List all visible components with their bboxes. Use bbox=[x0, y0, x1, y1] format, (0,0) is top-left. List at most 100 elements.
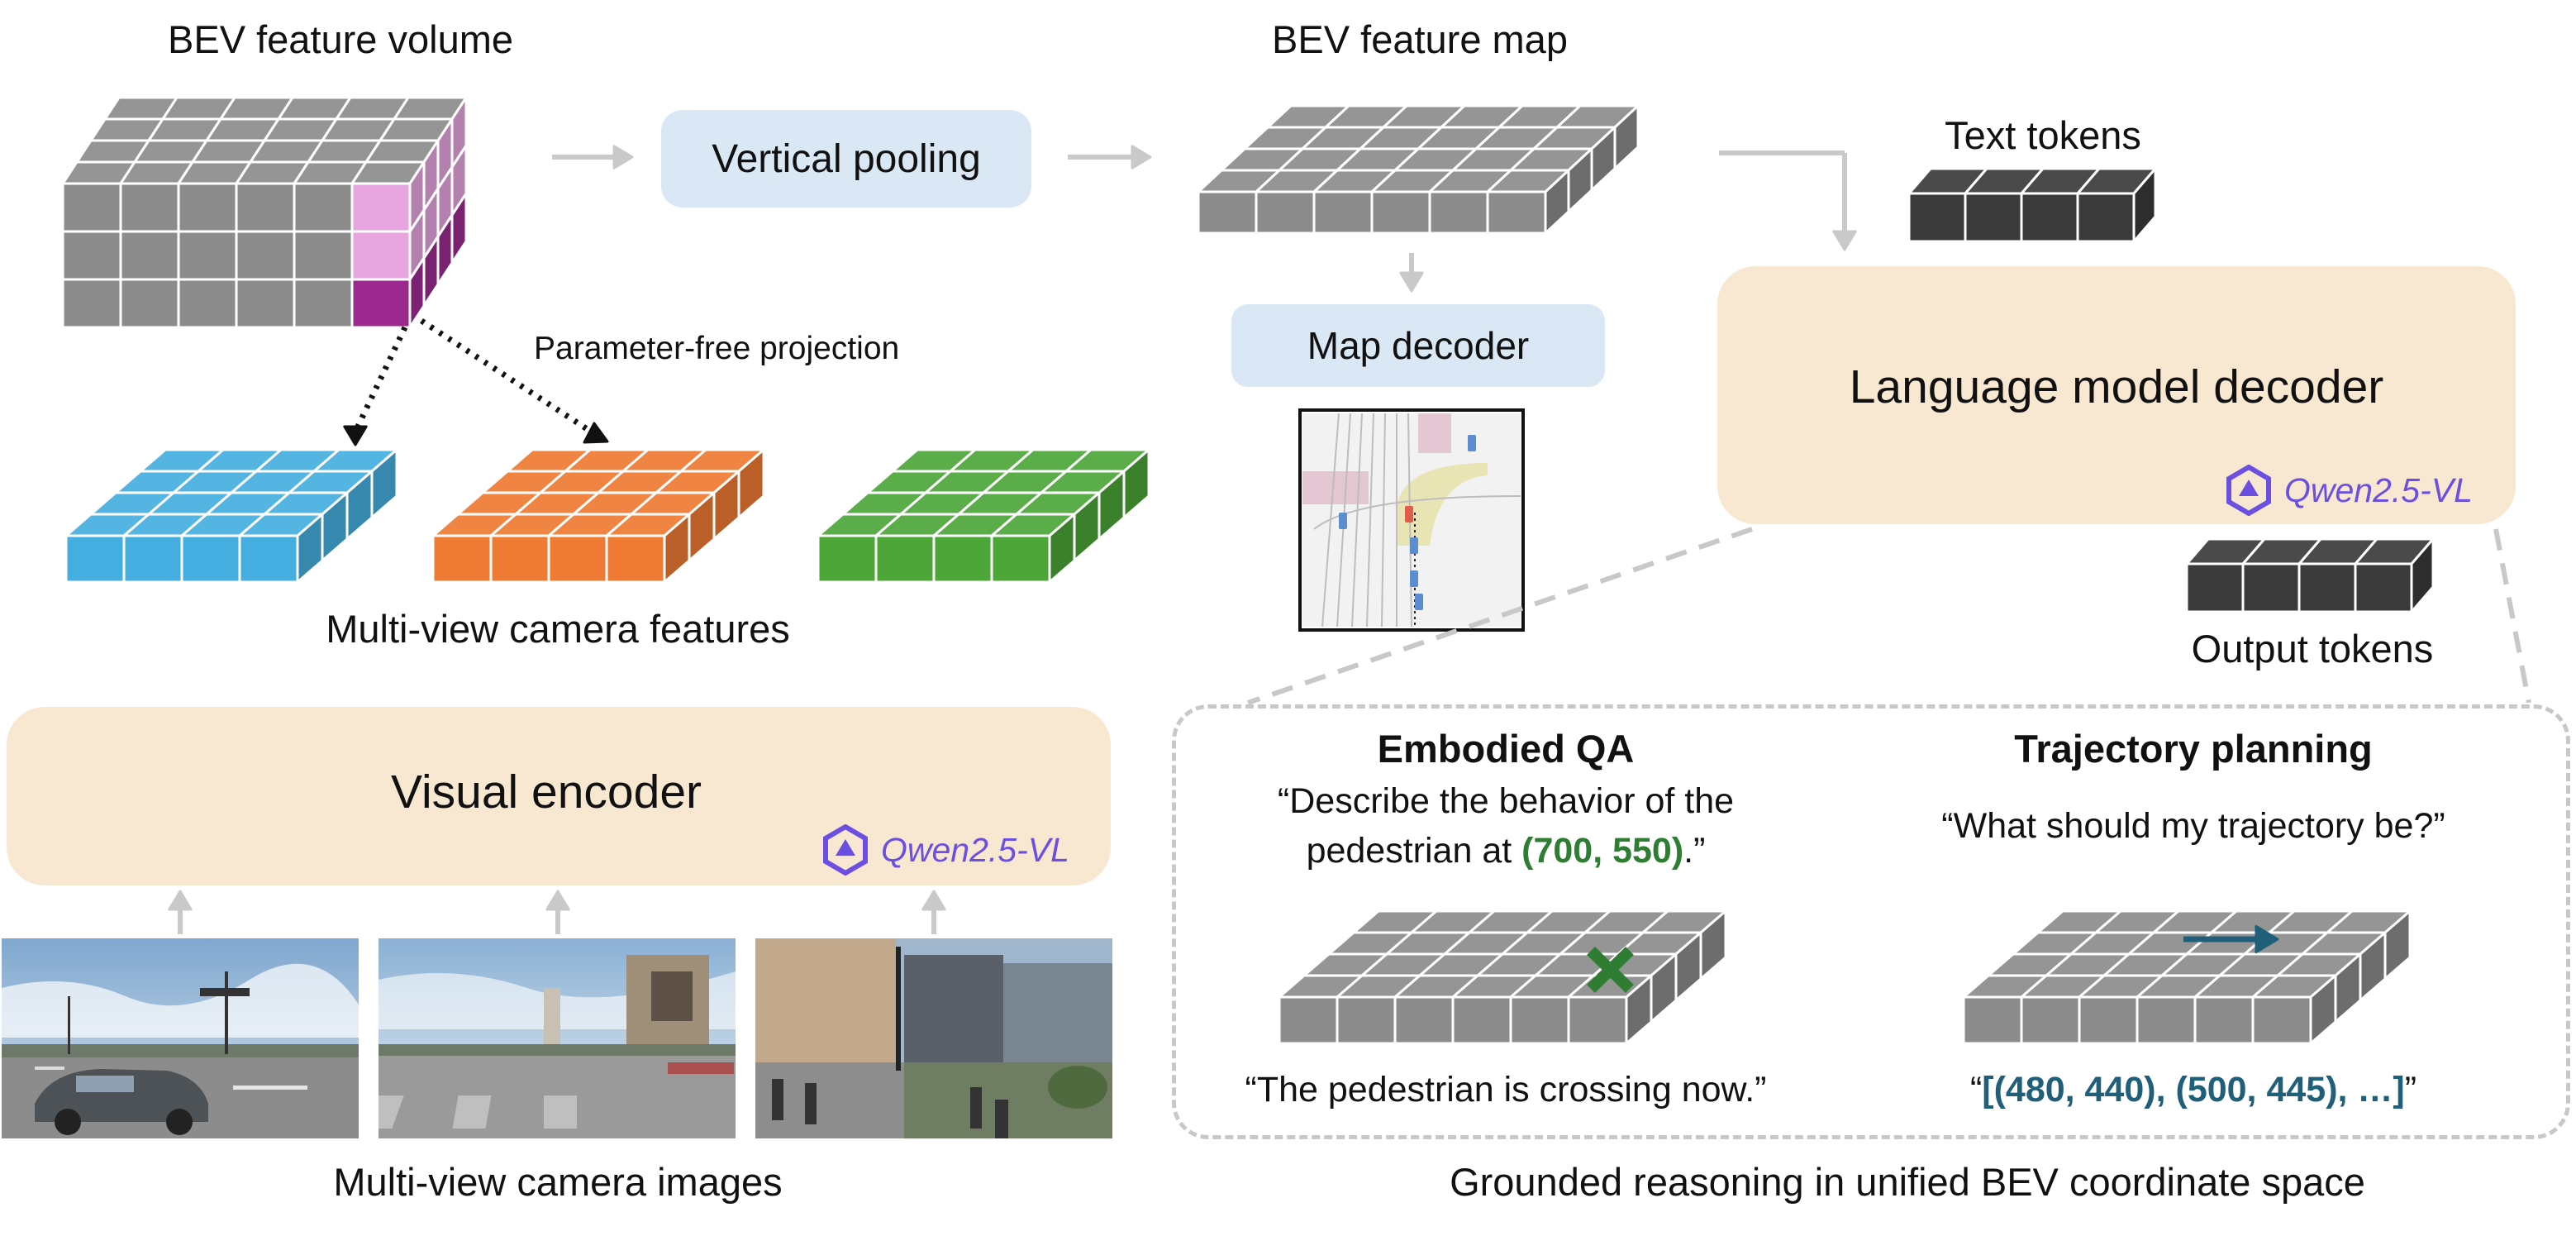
map-decoder-box: Map decoder bbox=[1231, 304, 1605, 387]
bev-volume-cube-front bbox=[350, 182, 412, 233]
trajectory-answer: “[(480, 440), (500, 445), …]” bbox=[1970, 1070, 2416, 1110]
visual-encoder-box: Visual encoder bbox=[7, 707, 1111, 885]
camera-image-center bbox=[379, 938, 736, 1138]
arrow-head bbox=[1399, 271, 1424, 293]
camera-image-right bbox=[755, 938, 1112, 1138]
trajectory-coordinates: [(480, 440), (500, 445), …] bbox=[1982, 1070, 2405, 1110]
qwen-badge-bottom: Qwen2.5-VL bbox=[820, 824, 1069, 876]
camera-feature-green-front bbox=[874, 534, 936, 584]
bev-volume-cube-front bbox=[119, 278, 180, 329]
visual-encoder-label: Visual encoder bbox=[390, 766, 702, 818]
output-token-front bbox=[2297, 562, 2357, 613]
arrow-head bbox=[343, 425, 368, 446]
trajectory-question: “What should my trajectory be?” bbox=[1941, 806, 2445, 846]
bev-map-cube-front bbox=[1370, 190, 1431, 235]
camera-feature-blue-front bbox=[122, 534, 183, 584]
grounded-caption: Grounded reasoning in unified BEV coordi… bbox=[1450, 1160, 2365, 1204]
traj-bev-cube-front bbox=[2251, 995, 2312, 1045]
qwen-badge-top: Qwen2.5-VL bbox=[2223, 465, 2473, 516]
arrow-head bbox=[583, 422, 609, 444]
bev-volume-cube-front bbox=[350, 230, 412, 281]
bev-volume-cube-front bbox=[350, 278, 412, 329]
embodied-qa-question-line2: pedestrian at (700, 550).” bbox=[1307, 831, 1706, 871]
embodied-qa-question-line1: “Describe the behavior of the bbox=[1277, 781, 1735, 821]
arrow-head bbox=[545, 890, 570, 911]
bev-volume-cube-front bbox=[177, 182, 238, 233]
quote-close: ” bbox=[2404, 1070, 2417, 1110]
language-model-decoder-label: Language model decoder bbox=[1849, 360, 2384, 413]
vertical-pooling-label: Vertical pooling bbox=[712, 136, 981, 181]
camera-image-left bbox=[2, 938, 359, 1138]
bev-volume-highlight-side bbox=[408, 256, 426, 329]
bev-volume-cube-front bbox=[293, 182, 354, 233]
arrow-head bbox=[168, 890, 193, 911]
map-decoder-label: Map decoder bbox=[1307, 324, 1530, 367]
arrow-head bbox=[921, 890, 946, 911]
camera-feature-orange-front bbox=[489, 534, 550, 584]
camera-feature-blue-front bbox=[64, 534, 126, 584]
camera-features-label: Multi-view camera features bbox=[326, 607, 790, 651]
bev-volume-cube-front bbox=[235, 230, 296, 281]
embodied-qa-title: Embodied QA bbox=[1377, 727, 1635, 771]
bev-map-cube-front bbox=[1428, 190, 1489, 235]
qa-bev-cube-front bbox=[1567, 995, 1628, 1045]
text-token-front bbox=[1964, 192, 2023, 243]
panel-connector-right bbox=[2493, 528, 2531, 704]
projection-arrow-right bbox=[420, 318, 590, 432]
arrow-head bbox=[612, 145, 634, 169]
qwen-label-top: Qwen2.5-VL bbox=[2284, 470, 2473, 509]
qwen-logo-icon bbox=[823, 824, 868, 876]
bev-volume-cube-front bbox=[235, 278, 296, 329]
bev-map-title: BEV feature map bbox=[1272, 17, 1568, 61]
camera-images-label: Multi-view camera images bbox=[333, 1160, 783, 1204]
output-tokens-label: Output tokens bbox=[2191, 627, 2434, 670]
camera-feature-green-front bbox=[990, 534, 1051, 584]
output-token-front bbox=[2185, 562, 2245, 613]
pedestrian-marker-icon bbox=[1587, 946, 1634, 994]
bev-volume-cube-front bbox=[119, 182, 180, 233]
bev-map-cube-front bbox=[1197, 190, 1258, 235]
question-coordinate: (700, 550) bbox=[1521, 831, 1684, 871]
text-token-front bbox=[1907, 192, 1967, 243]
camera-feature-blue-front bbox=[238, 534, 299, 584]
map-decoder-output-image bbox=[1298, 408, 1525, 632]
projection-arrow-left bbox=[354, 326, 408, 430]
camera-feature-blue-front bbox=[180, 534, 241, 584]
bev-volume-cube-front bbox=[235, 182, 296, 233]
camera-feature-green-front bbox=[817, 534, 878, 584]
text-token-front bbox=[2076, 192, 2136, 243]
bev-volume-cube-front bbox=[177, 278, 238, 329]
grounded-reasoning-panel bbox=[1172, 704, 2570, 1139]
camera-feature-orange-front bbox=[431, 534, 493, 584]
panel-connector-left bbox=[1247, 527, 1753, 705]
bev-volume-cube-front bbox=[61, 182, 122, 233]
quote-open: “ bbox=[1969, 1070, 1983, 1110]
bev-volume-cube-front bbox=[61, 278, 122, 329]
trajectory-title: Trajectory planning bbox=[2014, 727, 2373, 771]
bev-volume-title: BEV feature volume bbox=[168, 17, 513, 61]
embodied-qa-answer: “The pedestrian is crossing now.” bbox=[1245, 1070, 1767, 1110]
arrow-head bbox=[1832, 230, 1857, 251]
projection-label: Parameter-free projection bbox=[534, 331, 900, 366]
trajectory-arrow-head bbox=[2255, 924, 2279, 954]
bev-map-cube-front bbox=[1255, 190, 1316, 235]
qwen-logo-icon bbox=[2226, 465, 2271, 516]
bev-volume-cube-front bbox=[177, 230, 238, 281]
language-model-decoder-box: Language model decoder bbox=[1717, 266, 2516, 524]
qwen-label-bottom: Qwen2.5-VL bbox=[881, 830, 1069, 869]
arrow-head bbox=[1131, 145, 1152, 169]
question-end: .” bbox=[1683, 831, 1706, 871]
camera-feature-green-front bbox=[932, 534, 993, 584]
bev-map-cube-front bbox=[1486, 190, 1547, 235]
text-tokens-label: Text tokens bbox=[1945, 113, 2141, 157]
question-text: pedestrian at bbox=[1306, 831, 1522, 871]
output-token-front bbox=[2354, 562, 2413, 613]
bev-volume-cube-front bbox=[119, 230, 180, 281]
bev-volume-cube-front bbox=[293, 278, 354, 329]
bev-map-cube-front bbox=[1312, 190, 1374, 235]
bev-volume-cube-front bbox=[293, 230, 354, 281]
output-token-front bbox=[2241, 562, 2301, 613]
text-token-front bbox=[2020, 192, 2079, 243]
